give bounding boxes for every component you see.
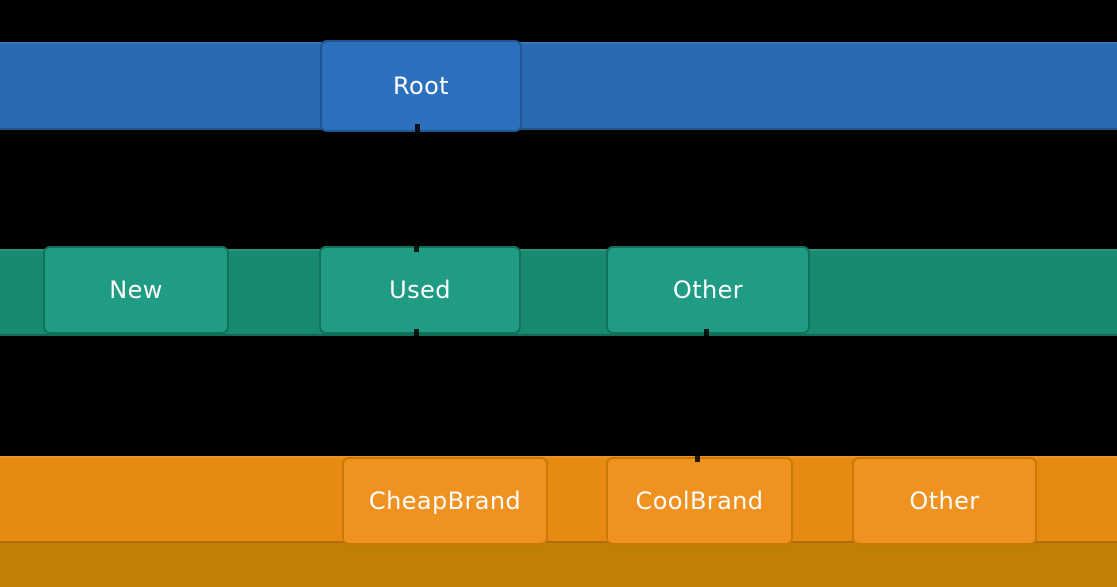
node-label: CoolBrand	[635, 487, 764, 515]
level-1-band	[0, 42, 1117, 130]
level-4-band-clipped	[0, 543, 1117, 587]
node-label: CheapBrand	[368, 487, 522, 515]
connector-tick	[414, 329, 419, 340]
node-new-level-2[interactable]: New	[43, 246, 229, 334]
connector-tick	[415, 124, 420, 136]
node-label: Root	[393, 72, 449, 100]
node-label: Other	[909, 487, 980, 515]
node-coolbrand-level-3[interactable]: CoolBrand	[606, 457, 793, 545]
connector-tick	[704, 329, 709, 340]
node-other-level-3[interactable]: Other	[852, 457, 1037, 545]
node-label: Other	[672, 276, 744, 304]
node-other-level-2[interactable]: Other	[606, 246, 810, 334]
node-cheapbrand-level-3[interactable]: CheapBrand	[342, 457, 548, 545]
connector-tick	[414, 242, 419, 252]
node-used-level-2[interactable]: Used	[319, 246, 521, 334]
node-root-level-1[interactable]: Root	[320, 40, 522, 132]
node-label: New	[109, 276, 163, 304]
node-label: Used	[389, 276, 451, 304]
connector-tick	[695, 453, 700, 462]
